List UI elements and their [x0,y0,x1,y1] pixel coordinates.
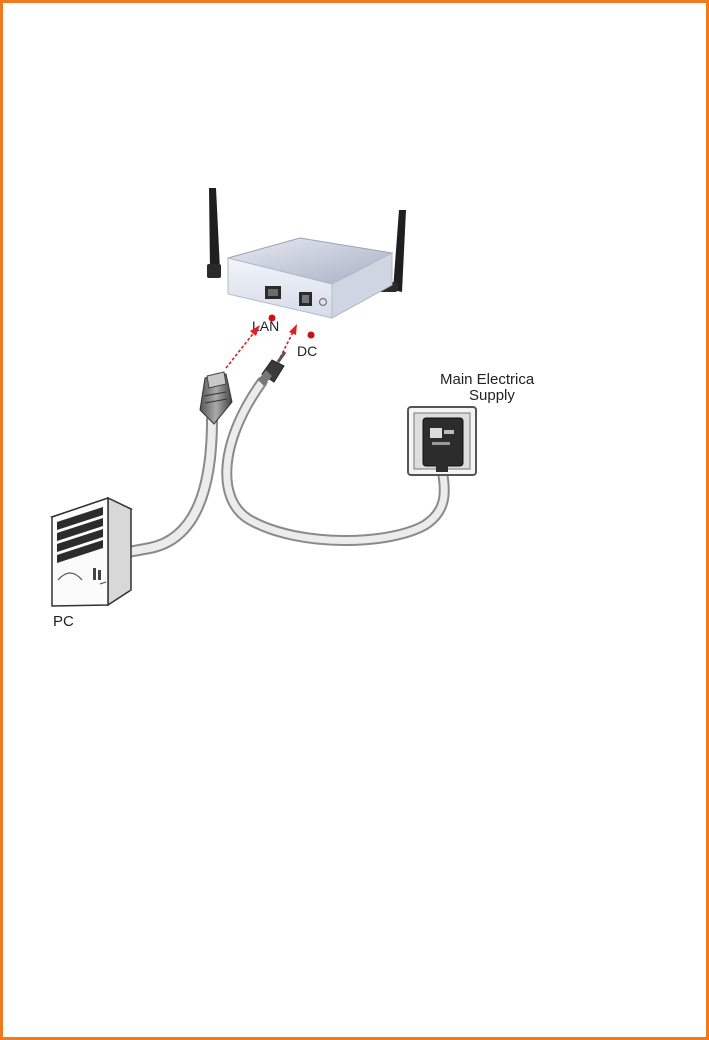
pc-tower-icon [52,498,131,606]
power-adapter-icon [423,418,463,472]
router-icon [207,188,406,318]
supply-label-line1: Main Electrica [440,371,535,388]
dc-plug-icon [258,352,285,386]
dc-port-marker [308,332,315,339]
pc-label: PC [53,613,74,630]
dc-label: DC [297,343,317,359]
arrow-icon [226,325,260,368]
ethernet-cable [128,420,212,552]
supply-label-line2: Supply [469,387,515,404]
antenna-icon [207,188,221,278]
ethernet-plug-icon [200,372,232,424]
